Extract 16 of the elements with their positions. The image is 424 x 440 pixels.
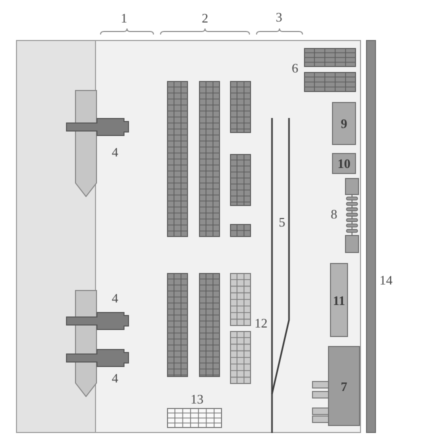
building: 11 [330,263,348,337]
callout-number: 1 [120,12,128,24]
callout-number: 6 [292,62,298,74]
callout-number: 4 [112,292,118,304]
callout-number: 12 [254,316,268,330]
callout-number: 8 [330,208,338,220]
callout-number: 14 [380,274,392,286]
building: 9 [332,102,356,145]
callout-number: 13 [190,392,204,406]
callout-number: 2 [202,12,208,24]
callout-number: 3 [276,10,282,24]
callout-number: 4 [112,146,118,158]
callout-number: 5 [278,216,286,228]
building: 10 [332,153,356,174]
callout-number: 4 [112,372,118,384]
building: 7 [328,346,360,426]
